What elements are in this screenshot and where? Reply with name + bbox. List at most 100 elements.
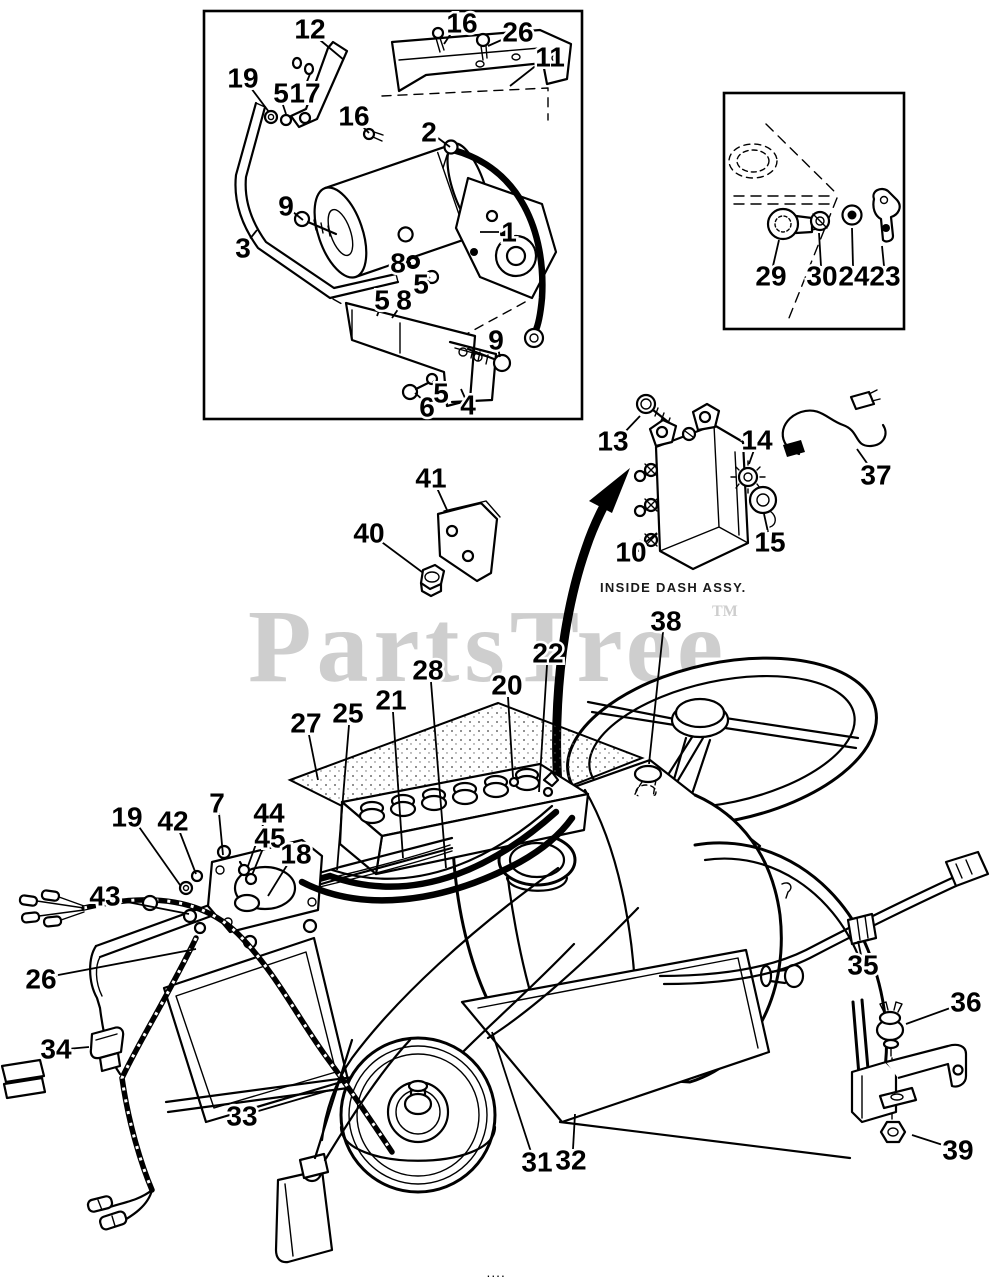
leader-line-36 xyxy=(905,1006,954,1025)
part-callout-9: 9 xyxy=(488,325,504,356)
safety-switch-assembly xyxy=(850,1001,968,1144)
leader-line-29 xyxy=(772,239,780,267)
part-callout-8: 8 xyxy=(396,285,412,316)
part-callout-45: 45 xyxy=(254,823,285,854)
inside-dash-label: INSIDE DASH ASSY. xyxy=(600,580,747,595)
starter-motor xyxy=(313,142,558,300)
part-callout-24: 24 xyxy=(838,261,870,292)
part-callout-11: 11 xyxy=(535,42,565,73)
starter-lower-bracket xyxy=(344,301,498,408)
wiring-harness xyxy=(18,889,395,1231)
leader-line-33 xyxy=(254,1089,331,1113)
solenoid-10 xyxy=(633,402,750,571)
leader-line-23 xyxy=(881,245,885,267)
leader-line-34 xyxy=(66,1046,90,1050)
bolt-9-right xyxy=(466,347,512,373)
starter-cable xyxy=(442,139,546,349)
part-callout-16: 16 xyxy=(338,101,369,132)
leader-line-38 xyxy=(648,631,664,765)
part-callout-32: 32 xyxy=(555,1145,586,1176)
leader-line-16 xyxy=(443,31,453,45)
nut-40 xyxy=(419,563,446,598)
bullet-connectors-top xyxy=(18,889,85,928)
part-callout-25: 25 xyxy=(332,698,363,729)
leader-line-5 xyxy=(432,380,438,388)
part-callout-19: 19 xyxy=(111,802,142,833)
leader-line-21 xyxy=(392,711,404,859)
starter-inset-box xyxy=(202,9,584,421)
ignition-coil xyxy=(274,1038,412,1264)
leader-line-11 xyxy=(509,63,539,87)
part-callout-3: 3 xyxy=(235,233,251,264)
part-callout-13: 13 xyxy=(597,426,628,457)
part-callout-9: 9 xyxy=(278,191,294,222)
leader-line-16 xyxy=(359,123,370,134)
leader-line-5 xyxy=(376,307,381,317)
leader-line-31 xyxy=(491,1031,532,1153)
part-callout-27: 27 xyxy=(290,708,321,739)
part-callout-5: 5 xyxy=(273,78,289,109)
star-washer-14 xyxy=(730,460,766,494)
screw-16-top xyxy=(431,26,445,53)
leader-line-45 xyxy=(251,845,265,876)
switch-nut xyxy=(841,204,863,226)
key-switch-inset-box xyxy=(722,91,906,331)
leader-line-24 xyxy=(851,227,854,267)
leader-line-41 xyxy=(436,487,448,511)
chassis-solenoid xyxy=(178,838,324,935)
leader-line-7 xyxy=(218,812,224,856)
leader-line-43 xyxy=(116,899,190,915)
cable-18 xyxy=(298,814,576,904)
part-callout-28: 28 xyxy=(412,655,443,686)
part-callout-31: 31 xyxy=(521,1147,552,1178)
leader-line-10 xyxy=(640,532,658,547)
leader-line-25 xyxy=(336,724,350,871)
leader-line-19 xyxy=(136,823,181,886)
leader-line-6 xyxy=(414,392,424,401)
part-callout-4: 4 xyxy=(460,390,476,421)
leader-line-4 xyxy=(460,388,466,399)
part-callout-29: 29 xyxy=(755,261,786,292)
part-callout-36: 36 xyxy=(950,987,981,1018)
part-callout-37: 37 xyxy=(860,460,891,491)
bolt-6-nut-5 xyxy=(401,372,439,401)
leader-line-28 xyxy=(430,681,447,869)
ignition-key xyxy=(872,187,901,243)
bracket-41 xyxy=(436,500,501,583)
part-callout-5: 5 xyxy=(413,269,429,300)
leader-line-35 xyxy=(857,940,862,956)
leader-line-12 xyxy=(319,39,345,61)
leader-line-17 xyxy=(305,73,311,85)
leader-line-9 xyxy=(497,347,501,358)
part-callout-15: 15 xyxy=(754,527,785,558)
part-callout-12: 12 xyxy=(294,14,325,45)
screw-26-top xyxy=(475,32,491,61)
part-callout-26: 26 xyxy=(25,964,56,995)
part-callout-14: 14 xyxy=(741,425,773,456)
starter-top-bracket xyxy=(390,26,573,93)
part-callout-30: 30 xyxy=(806,261,837,292)
left-edge-clip xyxy=(0,1058,47,1100)
part-callout-8: 8 xyxy=(390,248,406,279)
starter-strap-bracket xyxy=(289,40,349,129)
part-callout-17: 17 xyxy=(289,78,320,109)
leader-line-9 xyxy=(292,211,304,221)
part-callout-18: 18 xyxy=(280,839,311,870)
battery-terminal xyxy=(508,770,560,798)
leader-line-5 xyxy=(425,276,431,281)
part-callout-5: 5 xyxy=(374,285,390,316)
leader-line-26 xyxy=(52,948,197,977)
leader-line-19 xyxy=(250,87,270,113)
choke-knob xyxy=(759,963,805,989)
leader-line-20 xyxy=(507,696,514,778)
nut-39 xyxy=(879,1120,907,1144)
leader-line-27 xyxy=(308,734,319,781)
leader-line-2 xyxy=(437,137,451,148)
bullet-connectors-bottom xyxy=(86,1195,128,1231)
leader-line-30 xyxy=(818,232,822,267)
part-callout-42: 42 xyxy=(157,806,188,837)
leader-line-14 xyxy=(748,449,755,465)
